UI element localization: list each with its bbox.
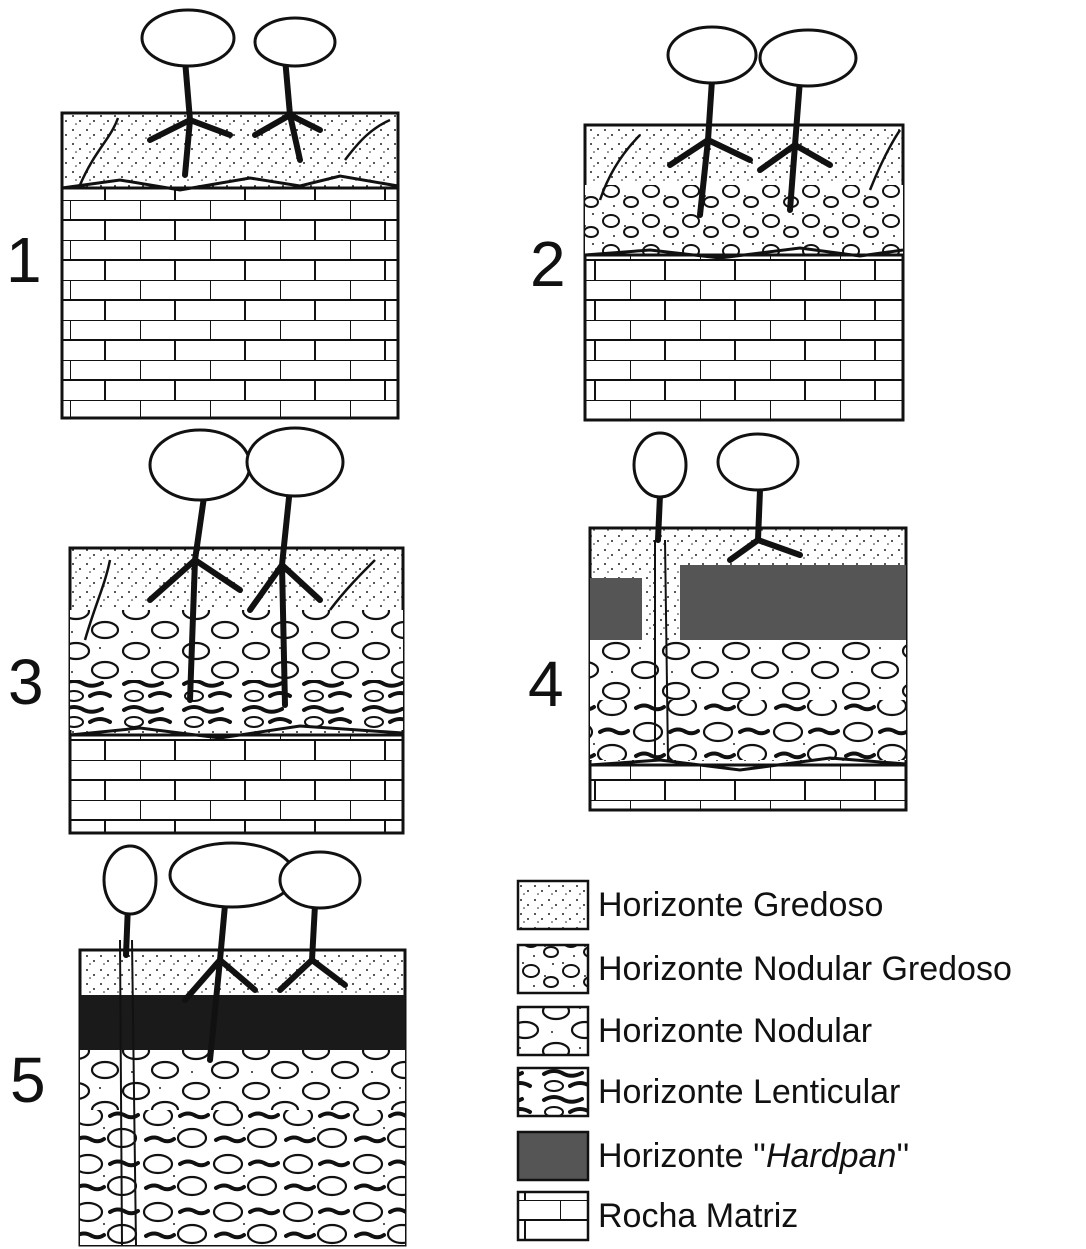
legend-label-hardpan-italic: Hardpan bbox=[766, 1137, 896, 1175]
legend-item-gredoso: Horizonte Gredoso bbox=[586, 879, 883, 931]
profile-3 bbox=[70, 428, 403, 833]
legend-item-rocha: Rocha Matriz bbox=[586, 1190, 798, 1242]
legend-item-hardpan: Horizonte ''Hardpan'' bbox=[586, 1130, 909, 1182]
profile-2 bbox=[585, 27, 903, 420]
legend-item-nodular: Horizonte Nodular bbox=[586, 1005, 872, 1057]
legend-swatches bbox=[518, 881, 588, 1240]
profile-number-1: 1 bbox=[6, 228, 42, 292]
legend-label-rocha: Rocha Matriz bbox=[598, 1197, 798, 1236]
legend-label-lenticular: Horizonte Lenticular bbox=[598, 1073, 900, 1112]
legend-label-gredoso: Horizonte Gredoso bbox=[598, 886, 883, 925]
profile-1 bbox=[62, 10, 398, 418]
legend-swatch-lenticular bbox=[518, 1068, 588, 1116]
legend-item-nodular-gredoso: Horizonte Nodular Gredoso bbox=[586, 943, 1012, 995]
profile-number-4: 4 bbox=[528, 652, 564, 716]
legend-swatch-nodular-gredoso bbox=[518, 945, 588, 993]
legend-swatch-hardpan bbox=[518, 1132, 588, 1180]
profile-4 bbox=[590, 433, 906, 810]
legend-label-nodular: Horizonte Nodular bbox=[598, 1012, 872, 1051]
legend-label-hardpan: Horizonte ''Hardpan'' bbox=[598, 1137, 909, 1176]
legend-label-hardpan-prefix: Horizonte '' bbox=[598, 1137, 766, 1175]
profile-5 bbox=[80, 843, 405, 1245]
profile-number-2: 2 bbox=[530, 232, 566, 296]
profile-number-5: 5 bbox=[10, 1048, 46, 1112]
legend-label-nodular-gredoso: Horizonte Nodular Gredoso bbox=[598, 950, 1012, 989]
legend-label-hardpan-suffix: '' bbox=[896, 1137, 909, 1175]
legend-swatch-nodular bbox=[518, 1007, 588, 1055]
legend-swatch-rocha bbox=[518, 1192, 588, 1240]
legend-swatch-gredoso bbox=[518, 881, 588, 929]
profile-number-3: 3 bbox=[8, 650, 44, 714]
legend-item-lenticular: Horizonte Lenticular bbox=[586, 1066, 900, 1118]
